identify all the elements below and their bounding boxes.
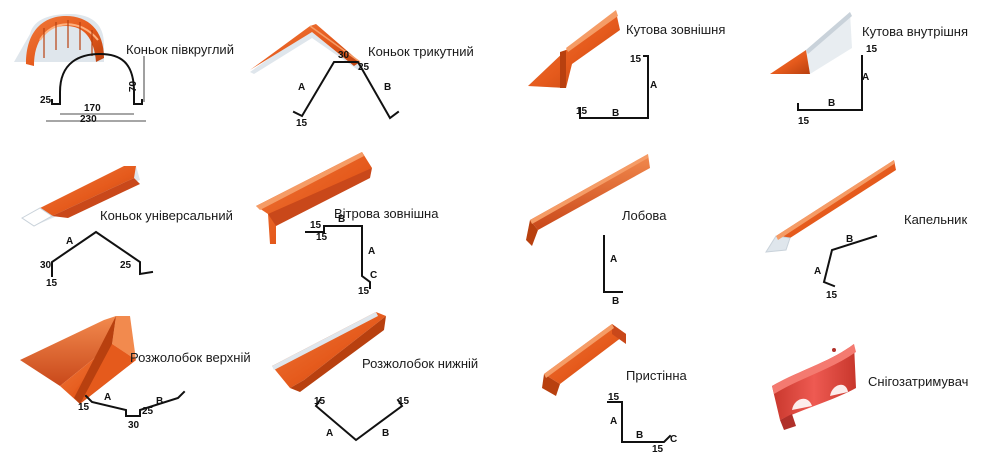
dim-label: 15 xyxy=(314,396,326,407)
dim-label: B xyxy=(338,214,345,225)
item-title: Коньок півкруглий xyxy=(126,42,234,57)
dim-label: A xyxy=(298,82,305,93)
dim-label: 15 xyxy=(398,396,410,407)
dim-label: 15 xyxy=(652,444,664,454)
dim-label: C xyxy=(370,270,377,281)
dim-label: 15 xyxy=(358,286,370,297)
item-ridge-universal: A 30 25 15 Коньок універсальний xyxy=(21,166,233,289)
dim-label: 70 xyxy=(128,80,139,92)
corner-inner-profile xyxy=(797,55,863,111)
dim-label: B xyxy=(612,108,619,119)
fascia-profile xyxy=(603,235,623,293)
dim-label: A xyxy=(610,416,617,427)
ridge-semicircular-profile xyxy=(46,52,146,122)
dim-label: A xyxy=(104,392,111,403)
dim-label: 15 xyxy=(608,392,620,403)
dim-label: A xyxy=(326,428,333,439)
dim-label: 15 xyxy=(630,54,642,65)
dim-label: 30 xyxy=(128,420,140,431)
dim-label: B xyxy=(636,430,643,441)
dim-label: 15 xyxy=(576,106,588,117)
item-title: Коньок трикутний xyxy=(368,44,474,59)
dim-label: 15 xyxy=(798,116,810,127)
ridge-universal-illustration xyxy=(21,166,140,227)
dim-label: B xyxy=(382,428,389,439)
valley-top-profile xyxy=(84,390,186,417)
dim-label: 15 xyxy=(296,118,308,129)
dim-label: 25 xyxy=(120,260,132,271)
item-ridge-triangular: 30 25 A B 15 Коньок трикутний xyxy=(250,24,474,129)
dim-label: 170 xyxy=(84,103,101,114)
wind-bar-outer-illustration xyxy=(256,152,372,244)
item-wall-flashing: 15 A B 15 C Пристінна xyxy=(542,324,688,454)
item-corner-outer: 15 A 15 B Кутова зовнішня xyxy=(528,10,725,119)
dim-label: 30 xyxy=(40,260,52,271)
ridge-universal-profile xyxy=(51,230,154,277)
dim-label: 15 xyxy=(826,290,838,301)
item-title: Розжолобок верхній xyxy=(130,350,251,365)
dim-label: 230 xyxy=(80,114,97,125)
corner-inner-illustration xyxy=(770,12,852,74)
valley-top-illustration xyxy=(20,316,136,404)
dim-label: 25 xyxy=(142,406,154,417)
snow-guard-illustration xyxy=(772,344,856,430)
item-fascia: A B Лобова xyxy=(526,154,667,307)
item-title: Розжолобок нижній xyxy=(362,356,478,371)
item-drip-edge: B A 15 Капельник xyxy=(765,160,967,301)
dim-label: A xyxy=(650,80,657,91)
corner-outer-profile xyxy=(579,55,649,119)
fascia-illustration xyxy=(526,154,650,246)
dim-label: 25 xyxy=(358,62,370,73)
ridge-triangular-illustration xyxy=(250,24,362,74)
item-ridge-semicircular: 25 170 230 70 Коньок півкруглий xyxy=(14,14,234,125)
corner-outer-illustration xyxy=(528,10,620,88)
item-snow-guard: Снігозатримувач xyxy=(772,344,968,430)
dim-label: B xyxy=(828,98,835,109)
wind-bar-outer-profile xyxy=(305,225,371,289)
item-valley-bottom: 15 15 A B Розжолобок нижній xyxy=(272,312,478,442)
dim-label: B xyxy=(612,296,619,307)
ridge-semicircular-illustration xyxy=(14,14,104,66)
valley-bottom-profile xyxy=(314,398,404,442)
ridge-triangular-profile xyxy=(292,61,400,120)
wall-flashing-profile xyxy=(607,401,672,443)
dim-label: A xyxy=(862,72,869,83)
item-title: Кутова зовнішня xyxy=(626,22,725,37)
dim-label: A xyxy=(814,266,821,277)
valley-bottom-illustration xyxy=(272,312,386,392)
dim-label: B xyxy=(846,234,853,245)
item-title: Лобова xyxy=(622,208,667,223)
item-title: Кутова внутрішня xyxy=(862,24,968,39)
dim-label: B xyxy=(156,396,163,407)
item-title: Вітрова зовнішна xyxy=(334,206,439,221)
wall-flashing-illustration xyxy=(542,324,626,396)
dim-label: 15 xyxy=(78,402,90,413)
dim-label: 25 xyxy=(40,95,52,106)
item-title: Снігозатримувач xyxy=(868,374,968,389)
dim-label: C xyxy=(670,434,677,445)
dim-label: B xyxy=(384,82,391,93)
dim-label: A xyxy=(610,254,617,265)
dim-label: 15 xyxy=(866,44,878,55)
dim-label: 15 xyxy=(310,220,322,231)
item-valley-top: 15 A B 25 30 Розжолобок верхній xyxy=(20,316,251,431)
item-corner-inner: 15 A B 15 Кутова внутрішня xyxy=(770,12,968,127)
drip-edge-profile xyxy=(822,234,878,288)
dim-label: 15 xyxy=(316,232,328,243)
dim-label: 15 xyxy=(46,278,58,289)
dim-label: A xyxy=(66,236,73,247)
drip-edge-illustration xyxy=(765,160,896,253)
item-title: Коньок універсальний xyxy=(100,208,233,223)
item-title: Капельник xyxy=(904,212,967,227)
item-title: Пристінна xyxy=(626,368,688,383)
dim-label: 30 xyxy=(338,50,350,61)
dim-label: A xyxy=(368,246,375,257)
item-wind-bar-outer: 15 B 15 A C 15 Вітрова зовнішна xyxy=(256,152,439,297)
